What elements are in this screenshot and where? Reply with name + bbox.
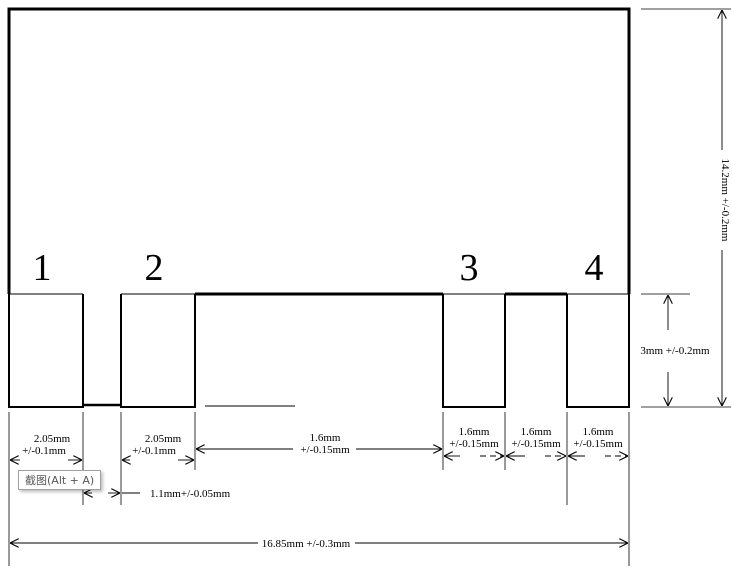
pin-number-1: 1 [33, 247, 52, 289]
pin-2-outline [120, 294, 196, 408]
pin-number-4: 4 [585, 247, 604, 289]
label-gap-3-4: 1.6mm+/-0.15mm [511, 426, 561, 450]
label-gap-1-2: 1.1mm+/-0.05mm [150, 488, 231, 500]
label-pin3-width: 1.6mm+/-0.15mm [449, 426, 499, 450]
label-pin1-width: 2.05mm+/-0.1mm [22, 433, 71, 457]
component-body [7, 7, 631, 296]
label-pin4-width: 1.6mm+/-0.15mm [573, 426, 623, 450]
label-pin-height: 3mm +/-0.2mm [640, 345, 710, 357]
label-height-total: 14.2mm +/-0.2mm [719, 159, 731, 242]
label-gap-2-3: 1.6mm+/-0.15mm [300, 432, 350, 456]
label-pin2-width: 2.05mm+/-0.1mm [132, 433, 182, 457]
label-width-total: 16.85mm +/-0.3mm [262, 538, 351, 550]
pin-number-2: 2 [145, 247, 164, 289]
screenshot-tooltip: 截图(Alt + A) [18, 470, 102, 490]
pin-1-outline [8, 294, 84, 408]
extension-lines [8, 8, 731, 566]
pin-3-outline [442, 294, 506, 408]
pin-outlines [8, 294, 630, 408]
pin-number-3: 3 [460, 247, 479, 289]
pin-4-outline [566, 294, 630, 408]
